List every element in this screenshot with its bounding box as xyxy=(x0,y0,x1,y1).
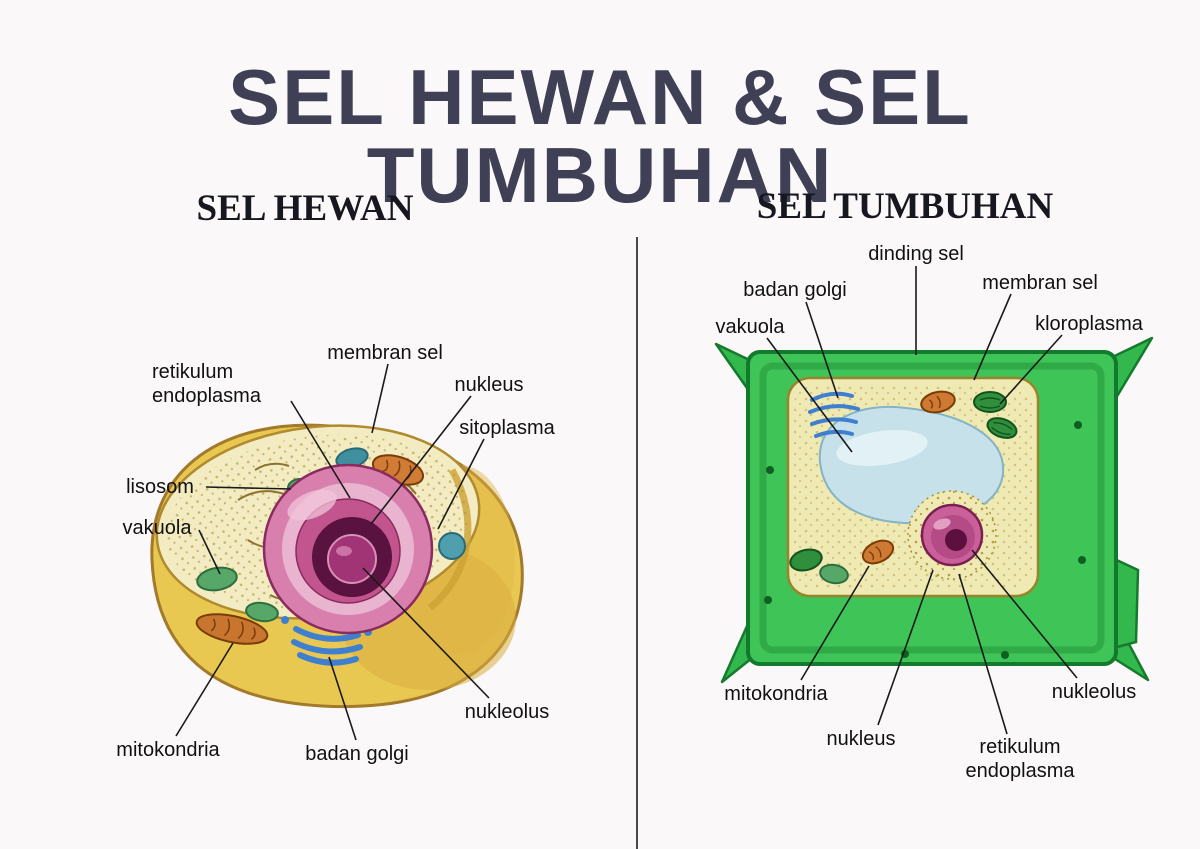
label-badan-golgi-animal: badan golgi xyxy=(305,743,409,765)
leader-nukleolus-plant xyxy=(971,549,1078,679)
chloroplast-3 xyxy=(789,548,823,572)
leader-lines xyxy=(175,266,1078,741)
leader-nukleolus-animal xyxy=(362,567,490,699)
label-kloroplasma: kloroplasma xyxy=(1035,313,1143,335)
mitochondrion-bottom xyxy=(195,613,269,645)
label-mitokondria-plant: mitokondria xyxy=(724,683,828,705)
label-membran-sel-plant: membran sel xyxy=(982,272,1098,294)
vacuole-highlight xyxy=(836,429,928,467)
wall-dots xyxy=(764,421,1086,659)
nucleolus-highlight xyxy=(336,546,352,556)
label-nukleus-plant: nukleus xyxy=(826,728,896,750)
label-lisosom: lisosom xyxy=(126,476,194,498)
leader-nukleus-plant xyxy=(877,569,934,726)
nucleolus-plant xyxy=(945,529,967,551)
label-membran-sel-animal: membran sel xyxy=(327,342,443,364)
leader-mitokondria-animal xyxy=(175,642,234,737)
label-nukleus-animal: nukleus xyxy=(454,374,524,396)
leader-vakuola-animal xyxy=(198,529,221,575)
chloroplast-2 xyxy=(986,417,1018,439)
label-mitokondria-animal: mitokondria xyxy=(116,739,220,761)
mitochondrion-plant-mid xyxy=(861,539,895,565)
green-organelle-plant xyxy=(819,563,849,585)
leader-mitokondria-plant xyxy=(800,565,870,681)
panel-divider xyxy=(636,237,638,849)
label-retikulum-endoplasma-plant: retikulum endoplasma xyxy=(965,736,1075,783)
label-vakuola-plant: vakuola xyxy=(715,316,785,338)
label-vakuola-animal: vakuola xyxy=(122,517,192,539)
leader-vakuola-plant xyxy=(766,337,853,453)
nucleolus-animal xyxy=(327,534,377,584)
golgi-apparatus-plant xyxy=(808,391,860,438)
label-sitoplasma: sitoplasma xyxy=(459,417,555,439)
leader-membran-sel-plant xyxy=(973,293,1012,381)
mitochondrion-plant-top xyxy=(920,390,956,414)
plant-cell-heading: SEL TUMBUHAN xyxy=(756,186,1054,227)
nucleus-halo-ring xyxy=(907,490,997,580)
label-dinding-sel: dinding sel xyxy=(868,243,964,265)
chloroplast-1 xyxy=(973,391,1007,413)
label-retikulum-endoplasma-animal: retikulum endoplasma xyxy=(152,361,261,408)
leader-badan-golgi-plant xyxy=(805,301,839,399)
cell-wall-inner-sheen xyxy=(759,362,1105,654)
leader-badan-golgi-animal xyxy=(328,656,357,741)
page-title: SEL HEWAN & SEL TUMBUHAN xyxy=(228,53,972,219)
teal-organelle-2 xyxy=(438,532,466,560)
nucleus-highlight-plant xyxy=(933,518,951,530)
leader-membran-sel-animal xyxy=(371,363,389,434)
label-nukleolus-animal: nukleolus xyxy=(464,701,550,723)
animal-cell-heading: SEL HEWAN xyxy=(196,188,414,229)
green-organelle xyxy=(245,601,279,623)
leader-kloroplasma xyxy=(999,334,1063,405)
animal-cell-illustration xyxy=(150,423,524,709)
nucleus-highlight xyxy=(287,489,337,521)
leader-nukleus-animal xyxy=(370,395,472,525)
vacuole-organelle-animal xyxy=(196,566,238,592)
leader-lisosom xyxy=(205,486,292,490)
leader-retikulum-animal xyxy=(290,400,351,499)
leader-retikulum-plant xyxy=(958,573,1008,735)
label-badan-golgi-plant: badan golgi xyxy=(743,279,847,301)
leader-sitoplasma xyxy=(437,438,485,530)
label-nukleolus-plant: nukleolus xyxy=(1051,681,1137,703)
plant-cell-illustration xyxy=(714,336,1154,684)
golgi-vesicle-1 xyxy=(281,616,289,624)
